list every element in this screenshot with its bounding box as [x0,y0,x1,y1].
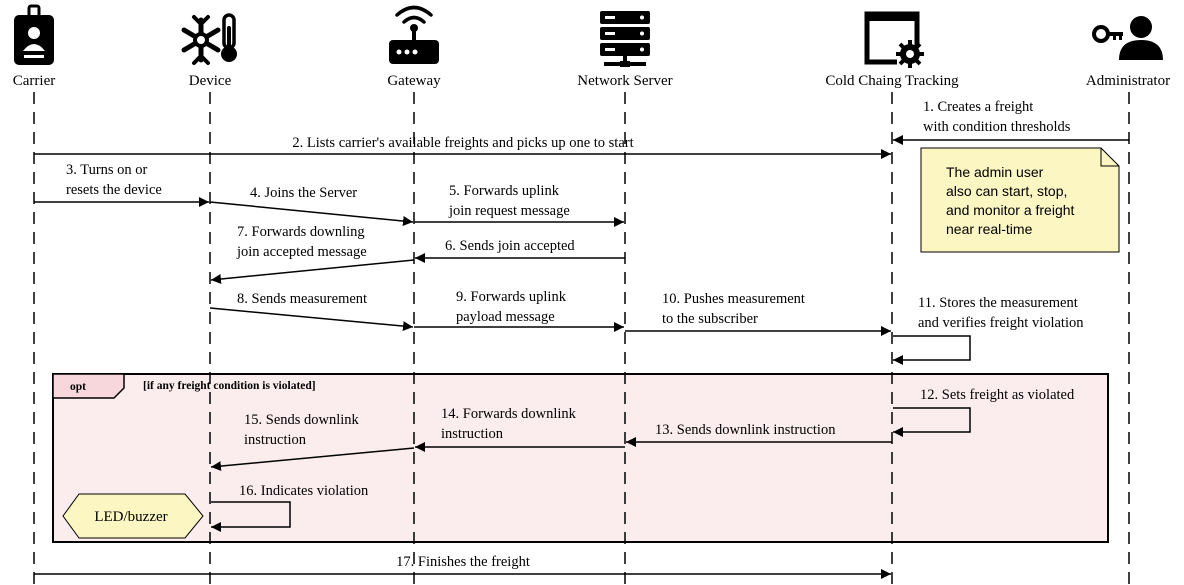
message-label: payload message [456,309,555,325]
message-label: 11. Stores the measurement [918,295,1078,311]
opt-fragment: opt [if any freight condition is violate… [52,373,1109,543]
message-7: 7. Forwards downling join accepted messag… [210,224,415,284]
message-11: 11. Stores the measurement and verifies f… [893,295,1084,365]
actor-device: Device [181,13,237,89]
message-10: 10. Pushes measurement to the subscriber [625,291,891,336]
opt-condition-label: [if any freight condition is violated] [143,380,316,392]
message-label: with condition thresholds [923,119,1071,135]
message-14: 14. Forwards downlink instruction [415,406,625,452]
message-2: 2. Lists carrier's available freights an… [34,135,891,159]
message-17: 17. Finishes the freight [34,554,891,579]
actor-name-gateway: Gateway [387,73,441,89]
actor-administrator: Administrator [1086,16,1170,89]
message-label: 14. Forwards downlink [441,406,577,422]
message-label: 7. Forwards downling [237,224,365,240]
message-4: 4. Joins the Server [209,185,414,226]
message-label: instruction [441,426,504,442]
actor-name-device: Device [189,73,232,89]
message-8: 8. Sends measurement [209,291,414,332]
admin-note-line: and monitor a freight [946,202,1075,218]
message-arrow [210,259,415,284]
lifelines [33,92,1130,585]
admin-note: The admin user also can start, stop, and… [920,147,1120,253]
actor-name-administrator: Administrator [1086,73,1170,89]
message-label: 8. Sends measurement [237,291,367,307]
led-buzzer-shape [62,493,204,539]
message-arrow [209,307,414,332]
snowflake-thermometer-icon [181,13,237,65]
message-13: 13. Sends downlink instruction [626,422,892,447]
message-label: 4. Joins the Server [250,185,357,201]
message-label: instruction [244,432,307,448]
opt-tag-box [52,373,125,399]
message-arrow [209,201,414,226]
app-window-gear-icon [864,11,924,68]
user-key-icon [1092,16,1163,60]
actor-network-server: Network Server [577,11,673,89]
actor-carrier: Carrier [13,4,55,89]
actor-cold-chain-tracking: Cold Chaing Tracking [825,11,959,89]
message-label: 3. Turns on or [66,162,148,178]
message-15: 15. Sends downlink instruction [210,412,415,472]
message-label: 9. Forwards uplink [456,289,567,305]
message-9: 9. Forwards uplink payload message [414,289,624,332]
admin-note-line: also can start, stop, [946,183,1067,199]
message-12: 12. Sets freight as violated [893,387,1075,437]
messages: 1. Creates a freight with condition thres… [34,99,1129,579]
message-label: 13. Sends downlink instruction [655,422,836,438]
message-1: 1. Creates a freight with condition thres… [893,99,1129,145]
message-label: 2. Lists carrier's available freights an… [292,135,633,151]
actor-name-cold-chain-tracking: Cold Chaing Tracking [825,73,959,89]
message-label: 16. Indicates violation [239,483,369,499]
led-buzzer-label: LED/buzzer [94,509,167,525]
server-network-icon [600,11,650,67]
message-label: 6. Sends join accepted [445,238,575,254]
badge-icon [14,4,54,65]
admin-note-fold [1100,148,1119,167]
opt-fragment-frame [52,373,1109,543]
message-label: 5. Forwards uplink [449,183,560,199]
message-6: 6. Sends join accepted [415,238,625,263]
message-label: 10. Pushes measurement [662,291,805,307]
message-label: to the subscriber [662,311,758,327]
message-label: join accepted message [236,244,367,260]
message-arrow [210,447,415,472]
message-label: 1. Creates a freight [923,99,1033,115]
admin-note-line: The admin user [946,164,1044,180]
actor-name-network-server: Network Server [577,73,672,89]
admin-note-line: near real-time [946,221,1033,237]
message-label: and verifies freight violation [918,315,1084,331]
message-label: join request message [448,203,570,219]
router-icon [389,5,439,64]
admin-note-box [920,147,1120,253]
message-label: 12. Sets freight as violated [920,387,1075,403]
message-label: 17. Finishes the freight [396,554,530,570]
message-arrow [893,407,971,437]
message-arrow [211,501,291,532]
message-arrow [893,335,971,365]
led-buzzer-node: LED/buzzer [62,493,204,539]
message-5: 5. Forwards uplink join request message [414,183,624,227]
actor-gateway: Gateway [387,5,441,89]
message-label: 15. Sends downlink [244,412,360,428]
actor-name-carrier: Carrier [13,73,55,89]
message-3: 3. Turns on or resets the device [34,162,209,207]
message-label: resets the device [66,182,162,198]
message-16: 16. Indicates violation [211,483,369,532]
opt-tag-label: opt [70,381,86,393]
